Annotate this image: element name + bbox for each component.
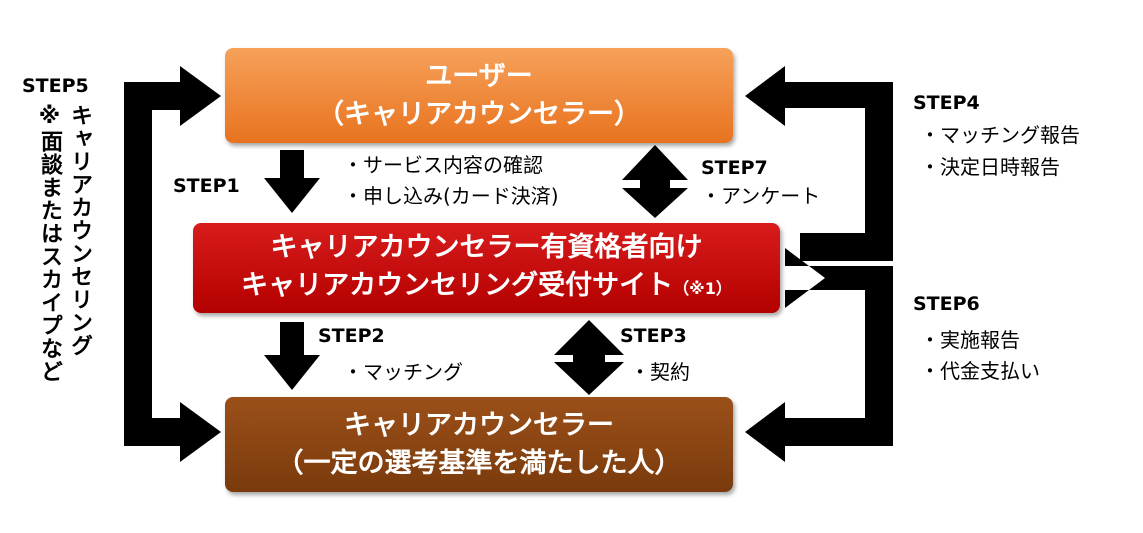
counselor-box-subtitle: （一定の選考基準を満たした人） — [276, 447, 682, 479]
user-box-subtitle: （キャリアカウンセラー） — [317, 98, 641, 130]
step1-item-2: ・申し込み(カード決済) — [343, 184, 559, 208]
step2-item-1: ・マッチング — [343, 360, 463, 384]
step4-label: STEP4 — [913, 92, 980, 114]
step7-label: STEP7 — [701, 157, 768, 179]
step3-item-1: ・契約 — [630, 360, 690, 384]
site-box-line1: キャリアカウンセラー有資格者向け — [270, 231, 703, 263]
user-box: ユーザー （キャリアカウンセラー） — [225, 48, 733, 143]
reception-site-box: キャリアカウンセラー有資格者向け キャリアカウンセリング受付サイト（※1） — [193, 223, 780, 313]
step7-item-1: ・アンケート — [701, 184, 821, 208]
step4-item-1: ・マッチング報告 — [920, 123, 1080, 147]
step6-item-2: ・代金支払い — [920, 359, 1040, 383]
step2-label: STEP2 — [318, 325, 385, 347]
step4-item-2: ・決定日時報告 — [920, 155, 1060, 179]
step6-item-1: ・実施報告 — [920, 328, 1020, 352]
step5-text-note: ※面談またはスカイプなど — [37, 104, 62, 383]
step7-arrow — [622, 145, 688, 218]
step4-bracket — [745, 66, 893, 261]
step5-label: STEP5 — [22, 75, 89, 97]
step1-label: STEP1 — [173, 175, 240, 197]
step3-label: STEP3 — [620, 325, 687, 347]
site-box-line2: キャリアカウンセリング受付サイト — [241, 269, 674, 301]
step5-bracket — [124, 66, 221, 462]
step5-text-session: キャリアカウンセリング — [67, 104, 92, 357]
step6-bracket — [745, 248, 893, 462]
site-box-note: （※1） — [673, 278, 732, 298]
step6-label: STEP6 — [913, 293, 980, 315]
step1-item-1: ・サービス内容の確認 — [343, 153, 543, 177]
counselor-box: キャリアカウンセラー （一定の選考基準を満たした人） — [225, 397, 733, 492]
step2-arrow — [264, 322, 320, 390]
step1-arrow — [264, 150, 320, 213]
step3-arrow — [554, 320, 624, 395]
user-box-title: ユーザー — [425, 60, 533, 92]
counselor-box-title: キャリアカウンセラー — [344, 409, 614, 441]
